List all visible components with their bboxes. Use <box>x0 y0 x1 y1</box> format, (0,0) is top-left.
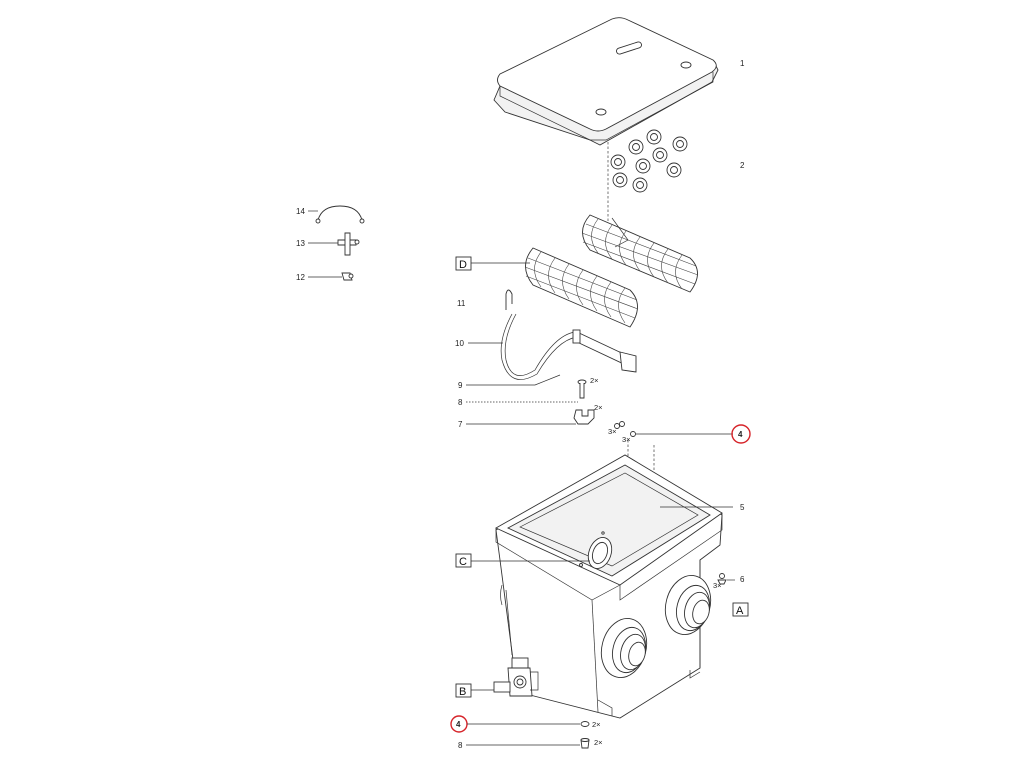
screw-top-part <box>577 379 587 399</box>
callout-12: 12 <box>296 273 305 282</box>
box-label-c-frame <box>455 553 472 568</box>
hose-nozzle-part <box>341 272 354 281</box>
qty-8-top: 2× <box>590 376 599 385</box>
bracket-part <box>573 409 595 425</box>
filter-brush-lower <box>524 247 639 328</box>
box-label-b: B <box>459 686 466 698</box>
callout-14: 14 <box>296 207 305 216</box>
hook-part <box>505 289 513 310</box>
highlight-ring-4-top <box>731 424 751 444</box>
callout-5: 5 <box>740 503 745 512</box>
callout-2: 2 <box>740 161 745 170</box>
box-label-c: C <box>459 556 467 568</box>
qty-6: 3× <box>713 581 722 590</box>
qty-4-right: 3× <box>622 435 631 444</box>
box-label-b-frame <box>455 683 472 698</box>
qty-4-bottom: 2× <box>592 720 601 729</box>
callout-7: 7 <box>458 420 463 429</box>
filter-brush-upper <box>581 214 699 293</box>
qty-4-left: 3× <box>608 427 617 436</box>
filter-media-part <box>610 129 688 193</box>
drain-valve-part <box>493 657 539 697</box>
callout-1: 1 <box>740 59 745 68</box>
callout-4-top: 4 <box>738 430 743 439</box>
callout-11: 11 <box>457 299 466 308</box>
hose-part <box>500 313 578 380</box>
box-label-d: D <box>459 259 467 271</box>
washer-bottom-part <box>580 721 590 727</box>
qty-7: 2× <box>594 403 603 412</box>
t-connector-part <box>337 232 360 256</box>
callout-4-bottom: 4 <box>456 720 461 729</box>
small-screws-top-part <box>614 421 636 437</box>
outlet-tube-part <box>572 329 637 373</box>
qty-8-bottom: 2× <box>594 738 603 747</box>
callout-13: 13 <box>296 239 305 248</box>
box-label-a-frame <box>732 602 749 617</box>
callout-9: 9 <box>458 381 463 390</box>
box-label-a: A <box>736 605 744 617</box>
filter-housing-part <box>495 454 723 719</box>
callout-8-bottom: 8 <box>458 741 463 750</box>
cap-bottom-part <box>580 738 590 749</box>
callout-6: 6 <box>740 575 745 584</box>
hose-clip-part <box>315 205 365 224</box>
fitting-screws-part <box>717 573 727 585</box>
box-label-d-frame <box>455 256 472 271</box>
lid-part <box>493 17 719 146</box>
callout-8-top: 8 <box>458 398 463 407</box>
callout-10: 10 <box>455 339 464 348</box>
